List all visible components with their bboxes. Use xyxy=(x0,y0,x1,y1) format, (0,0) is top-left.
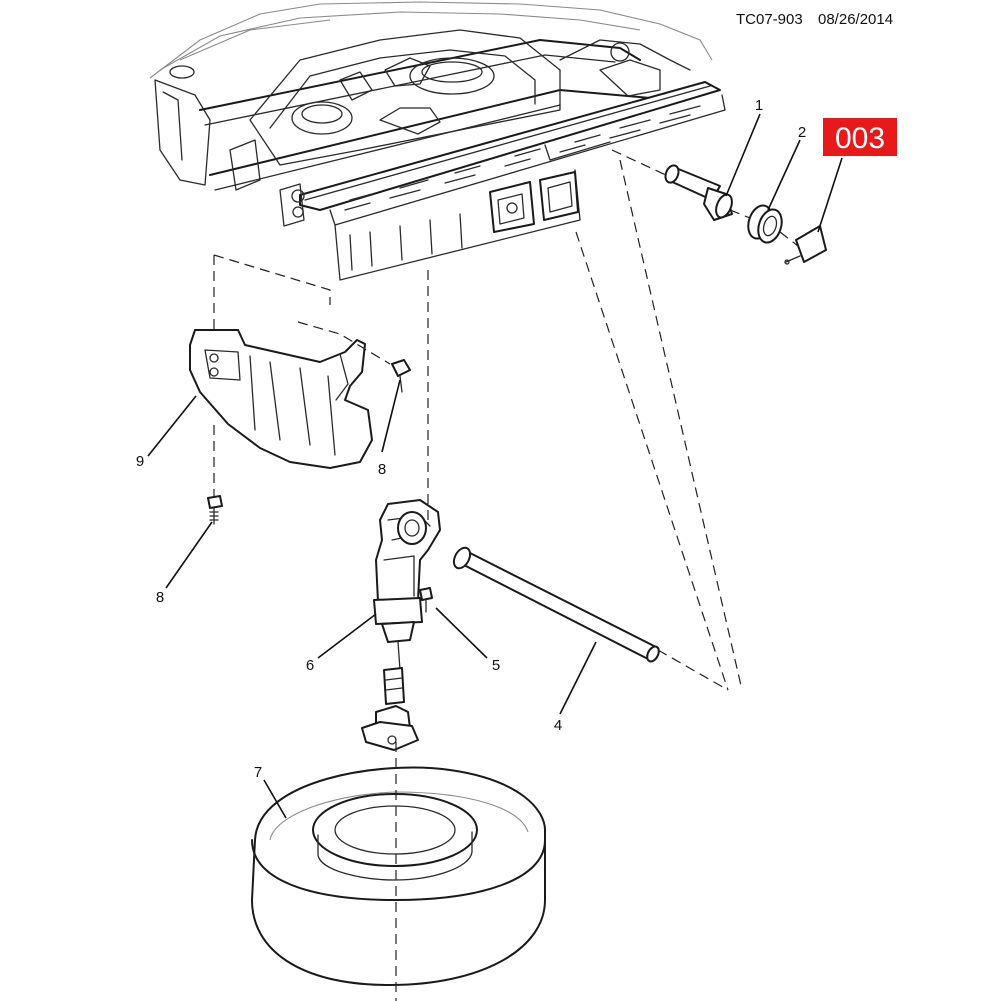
assembly-lines xyxy=(213,149,799,1001)
part-8-screw-upper xyxy=(391,359,411,393)
callout-5: 5 xyxy=(492,657,500,674)
underbody-frame xyxy=(149,1,726,281)
part-1-guide-tube xyxy=(664,164,733,221)
part-003-access-cap xyxy=(784,225,827,265)
part-6-hoist-winch xyxy=(361,499,441,751)
part-2-grommet xyxy=(747,204,783,244)
badge-background xyxy=(823,118,897,156)
callout-1: 1 xyxy=(755,97,763,114)
callout-8-upper: 8 xyxy=(378,461,386,478)
callout-4: 4 xyxy=(554,717,562,734)
callout-6: 6 xyxy=(306,657,314,674)
part-5-bolt xyxy=(419,587,433,613)
callout-2: 2 xyxy=(798,124,806,141)
part-4-tool-tube xyxy=(452,546,660,663)
callout-8-lower: 8 xyxy=(156,589,164,606)
part-9-heat-shield xyxy=(189,329,373,469)
part-badge: 003 xyxy=(823,118,897,156)
callout-numbers: 1 2 4 5 6 7 8 8 9 xyxy=(136,97,806,781)
badge-label: 003 xyxy=(835,122,885,155)
drawing-date: 08/26/2014 xyxy=(818,11,893,28)
part-7-spare-tire xyxy=(251,766,546,986)
leader-lines xyxy=(147,113,843,819)
callout-7: 7 xyxy=(254,764,262,781)
callout-9: 9 xyxy=(136,453,144,470)
drawing-code: TC07-903 xyxy=(736,11,803,28)
part-8-screw-lower xyxy=(207,495,223,525)
